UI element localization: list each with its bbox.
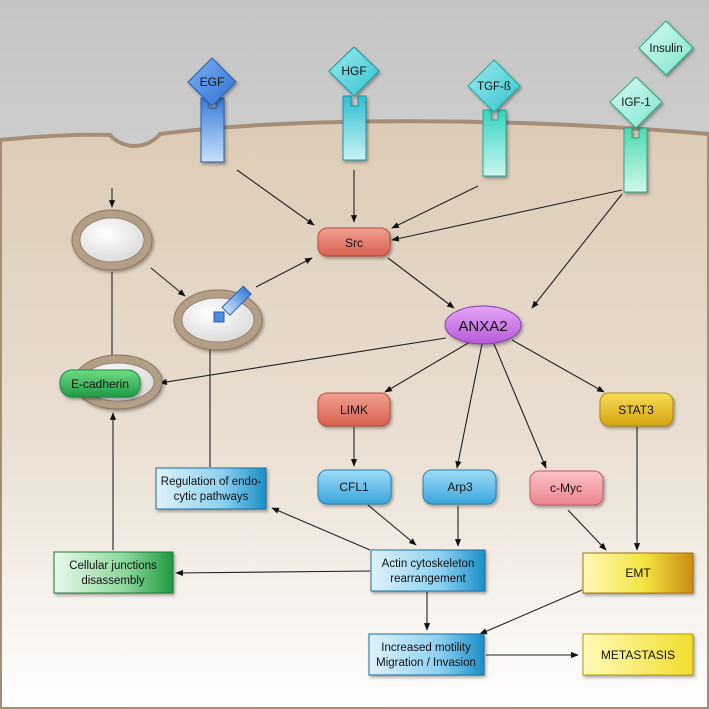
arrow-tgfb-src [391,185,479,229]
tgfb-ligand [467,59,521,113]
arp3-label: Arp3 [447,480,473,494]
endocytic-regulation-line1: Regulation of endo- [161,476,262,488]
arrow-anxa2-stat3 [511,339,605,393]
limk-node: LIMK [317,392,391,427]
arrows [108,169,641,659]
anxa2-node: ANXA2 [444,305,522,345]
metastasis-label: METASTASIS [601,648,675,662]
hgf-ligand [328,46,380,97]
metastasis-box: METASTASIS [582,633,694,676]
endocytic-regulation-box: Regulation of endo- cytic pathways [155,467,267,510]
arrow-igf1-anxa2 [531,193,623,309]
arrow-anxa2-arp3 [455,343,483,469]
junctions-disassembly-box: Cellular junctions disassembly [53,551,174,594]
egf-label: EGF [200,75,225,89]
cmyc-node: c-Myc [529,470,604,506]
arrow-src-anxa2 [387,257,455,309]
hgf-label: HGF [341,64,366,78]
tgfb-receptor: TGF-ß [467,59,521,177]
motility-box: Increased motility Migration / Invasion [368,633,485,676]
insulin-ligand-group: Insulin [638,20,694,76]
hgf-receptor: HGF [328,46,380,161]
insulin-ligand [638,20,694,76]
egf-ligand [187,57,237,107]
src-label: Src [345,236,363,250]
arrow-anxa2-cmyc [493,343,547,469]
arrow-vesicle-endosome [150,267,186,297]
arrow-cmyc-emt [567,509,607,551]
cfl1-label: CFL1 [339,480,369,494]
arrow-emt-motility [479,589,583,635]
igf1-ligand [609,76,663,129]
arrow-egf-src [236,169,315,226]
insulin-label: Insulin [649,43,682,55]
ecadherin-node: E-cadherin [59,369,141,398]
src-node: Src [317,227,391,257]
arp3-node: Arp3 [422,469,497,505]
actin-rearrangement-line2: rearrangement [390,573,466,585]
actin-rearrangement-line1: Actin cytoskeleton [382,558,475,570]
limk-label: LIMK [340,403,368,417]
stat3-node: STAT3 [599,392,674,427]
igf1-receptor: IGF-1 [609,76,663,193]
endocytic-regulation-line2: cytic pathways [174,491,249,503]
arrow-actin-endo [271,507,371,551]
endocytic-vesicle [71,209,153,271]
emt-label: EMT [625,566,651,580]
junctions-disassembly-line2: disassembly [81,575,145,587]
internalized-receptor-icon [221,285,252,316]
egf-receptor: EGF [187,57,237,163]
cfl1-node: CFL1 [317,469,392,505]
emt-box: EMT [582,552,694,594]
cmyc-label: c-Myc [550,481,582,495]
endosome [173,285,263,351]
motility-line2: Migration / Invasion [376,657,476,669]
igf1-label: IGF-1 [621,97,650,109]
arrow-cfl1-actin [367,504,417,546]
junctions-disassembly-line1: Cellular junctions [69,560,157,572]
anxa2-label: ANXA2 [458,318,507,335]
arrow-actin-junctions [175,569,371,577]
tgfb-label: TGF-ß [477,81,511,93]
arrow-endosome-src [255,257,313,288]
arrow-igf1-src [391,189,623,242]
stat3-label: STAT3 [618,403,654,417]
ecadherin-label: E-cadherin [71,377,129,391]
arrow-anxa2-limk [384,341,471,393]
arrow-anxa2-ecadherin [159,337,447,385]
motility-line1: Increased motility [381,642,471,654]
actin-rearrangement-box: Actin cytoskeleton rearrangement [370,549,486,592]
